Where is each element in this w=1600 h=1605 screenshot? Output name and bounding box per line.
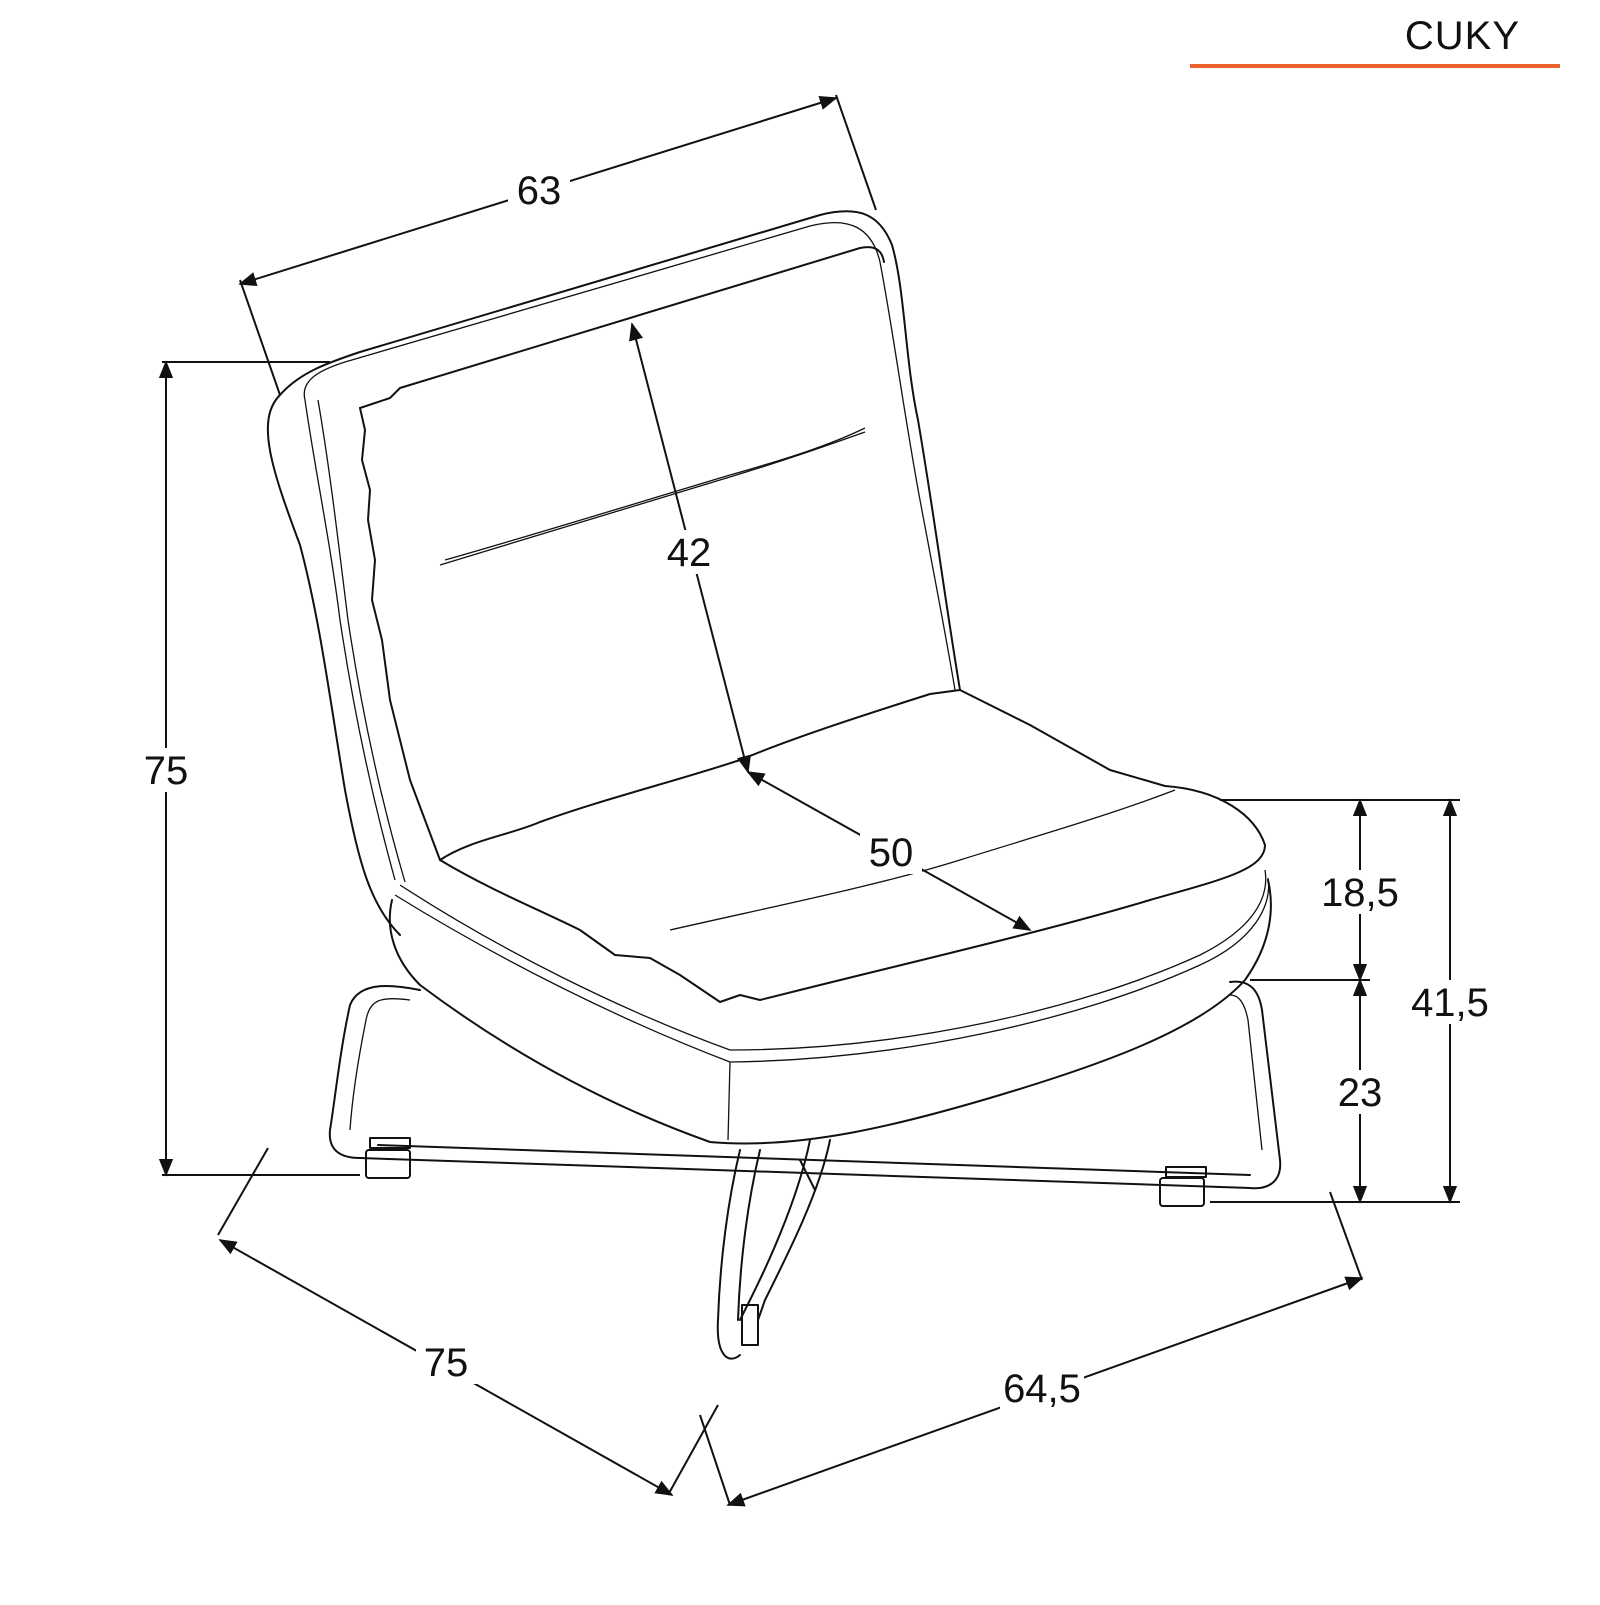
dim-base-depth: 75 (424, 1341, 469, 1385)
dim-total-height: 75 (144, 749, 189, 793)
dimension-lines (158, 94, 1460, 1507)
chair-outline (266, 210, 1282, 1360)
dim-seat-height: 41,5 (1411, 981, 1489, 1025)
dim-cushion-thickness: 18,5 (1321, 871, 1399, 915)
dim-width-top: 63 (517, 169, 562, 213)
dim-leg-height: 23 (1338, 1071, 1383, 1115)
dim-seat-depth: 50 (869, 831, 914, 875)
seat-cushion-top (439, 689, 1266, 861)
backrest-outer (266, 394, 401, 936)
dimension-labels: 63 42 50 75 18,5 23 41,5 75 64,5 (136, 168, 1492, 1411)
brand-underline (1190, 64, 1560, 68)
base-frame (328, 980, 1282, 1190)
dim-base-width: 64,5 (1003, 1367, 1081, 1411)
dim-backrest-height: 42 (667, 531, 712, 575)
brand-logo: CUKY (1404, 14, 1520, 58)
